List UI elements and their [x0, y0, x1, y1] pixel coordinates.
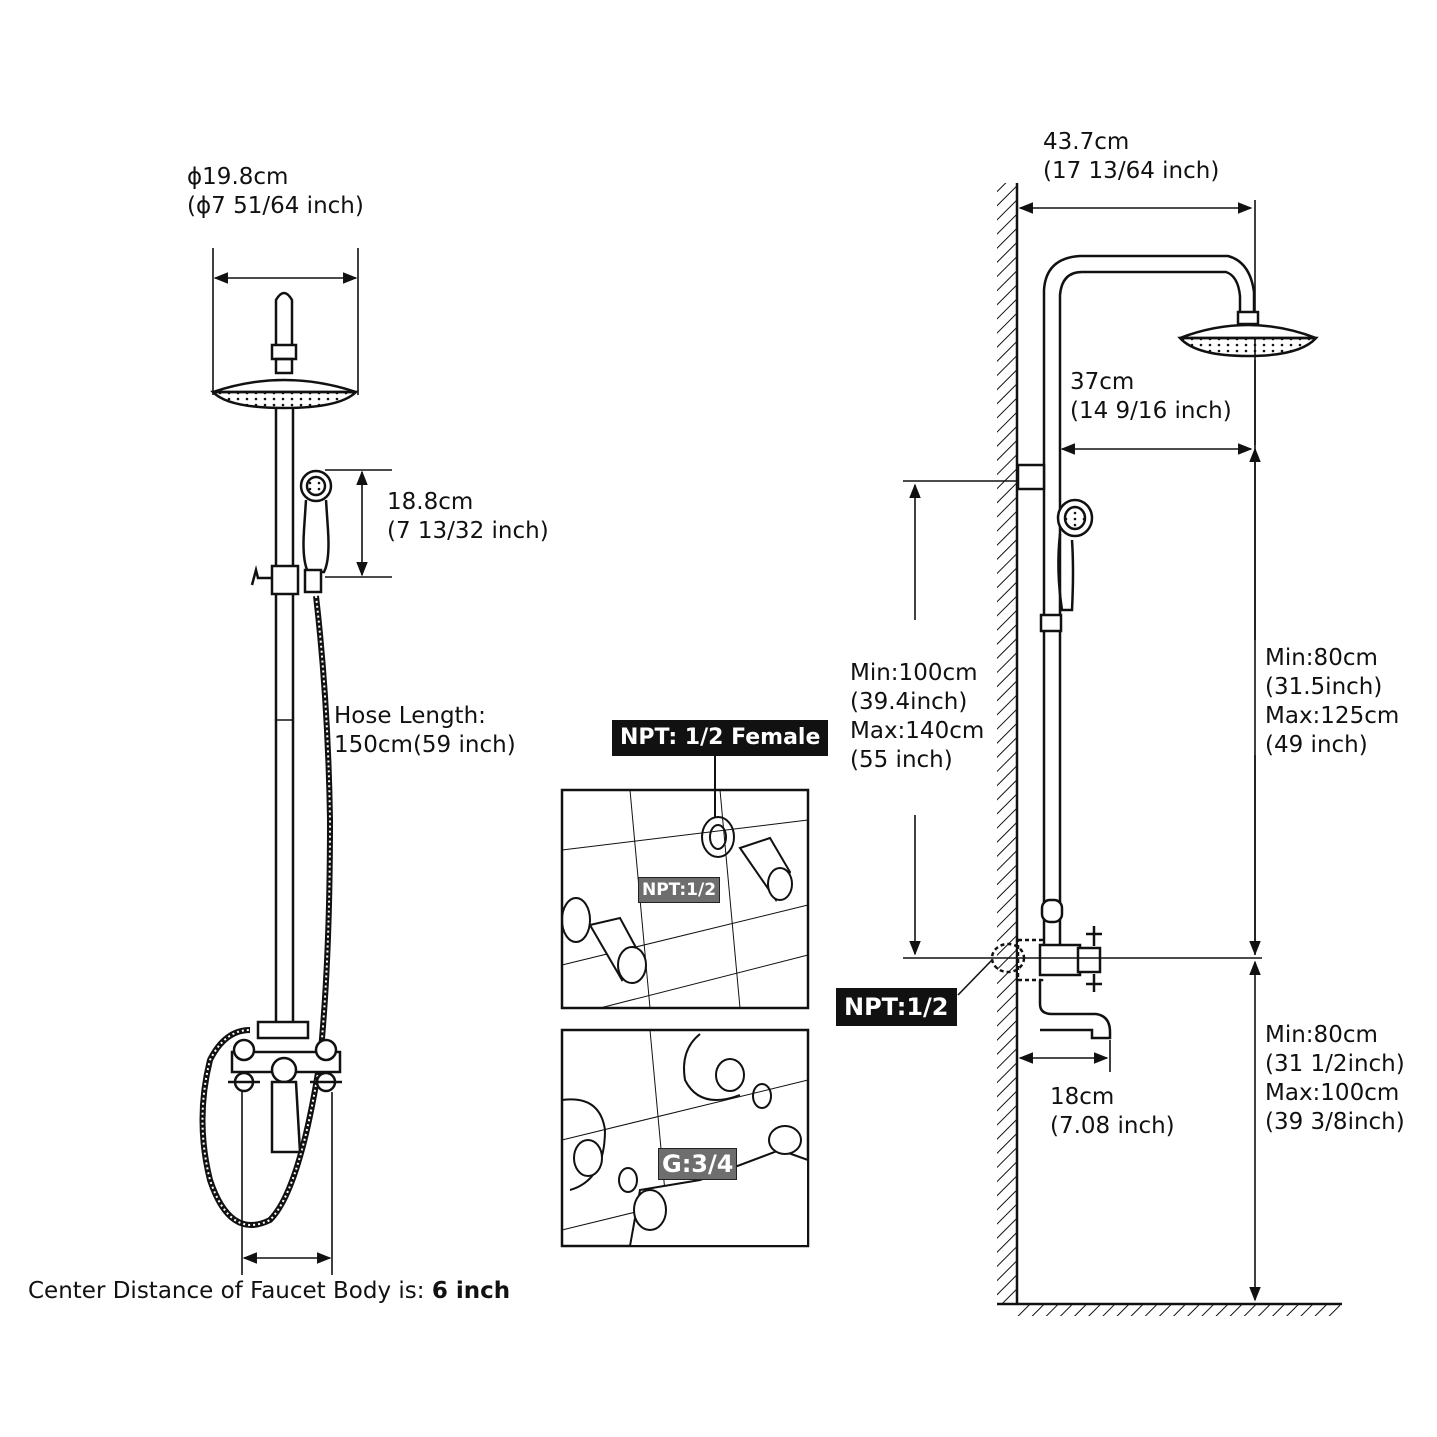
- center-distance-text: Center Distance of Faucet Body is:: [28, 1278, 432, 1304]
- dim-max: Max:100cm: [1265, 1080, 1400, 1106]
- handshower-height-label: 18.8cm (7 13/32 inch): [387, 488, 549, 546]
- dim-min-inch: (31.5inch): [1265, 674, 1383, 700]
- arm-reach-label: 43.7cm (17 13/64 inch): [1043, 128, 1219, 186]
- npt-inlet-tag: NPT:1/2: [836, 988, 957, 1026]
- spout-reach-label: 18cm (7.08 inch): [1050, 1083, 1175, 1141]
- riser-height-label: Min:100cm (39.4inch) Max:140cm (55 inch): [850, 659, 984, 775]
- lower-height-label: Min:80cm (31 1/2inch) Max:100cm (39 3/8i…: [1265, 1021, 1405, 1137]
- dim-cm: 43.7cm: [1043, 129, 1130, 155]
- dim-cm: 18.8cm: [387, 489, 474, 515]
- npt-female-tag: NPT: 1/2 Female: [612, 720, 829, 756]
- detail-panel-body: [560, 1028, 810, 1248]
- dim-min-inch: (39.4inch): [850, 689, 968, 715]
- dim-cm: ϕ19.8cm: [187, 164, 289, 190]
- dim-min-inch: (31 1/2inch): [1265, 1051, 1405, 1077]
- upper-height-label: Min:80cm (31.5inch) Max:125cm (49 inch): [1265, 644, 1399, 760]
- dim-inch: (7.08 inch): [1050, 1113, 1175, 1139]
- right-shower-side-view: [903, 183, 1342, 1316]
- dim-max-inch: (49 inch): [1265, 732, 1368, 758]
- center-distance-value: 6 inch: [431, 1278, 511, 1304]
- hose-length-label: Hose Length: 150cm(59 inch): [334, 702, 516, 760]
- dim-max: Max:125cm: [1265, 703, 1400, 729]
- dim-inch: (ϕ7 51/64 inch): [187, 193, 364, 219]
- dim-cm: 18cm: [1050, 1084, 1115, 1110]
- detail-panel-inlet: [560, 755, 810, 1010]
- dim-min: Min:80cm: [1265, 645, 1378, 671]
- dim-inch: (14 9/16 inch): [1070, 398, 1232, 424]
- hose-title: Hose Length:: [334, 703, 486, 729]
- dim-max-inch: (55 inch): [850, 747, 953, 773]
- center-distance-label: Center Distance of Faucet Body is: 6 inc…: [28, 1277, 510, 1306]
- dim-max-inch: (39 3/8inch): [1265, 1109, 1405, 1135]
- hose-value: 150cm(59 inch): [334, 732, 516, 758]
- left-shower-front-view: [199, 248, 392, 1275]
- npt-small-label: NPT:1/2: [638, 877, 721, 903]
- dim-inch: (7 13/32 inch): [387, 518, 549, 544]
- head-diameter-label: ϕ19.8cm (ϕ7 51/64 inch): [187, 163, 364, 221]
- dim-cm: 37cm: [1070, 369, 1135, 395]
- dim-max: Max:140cm: [850, 718, 985, 744]
- dim-min: Min:100cm: [850, 660, 978, 686]
- dim-min: Min:80cm: [1265, 1022, 1378, 1048]
- head-drop-label: 37cm (14 9/16 inch): [1070, 368, 1232, 426]
- dim-inch: (17 13/64 inch): [1043, 158, 1220, 184]
- g34-label: G:3/4: [658, 1148, 738, 1180]
